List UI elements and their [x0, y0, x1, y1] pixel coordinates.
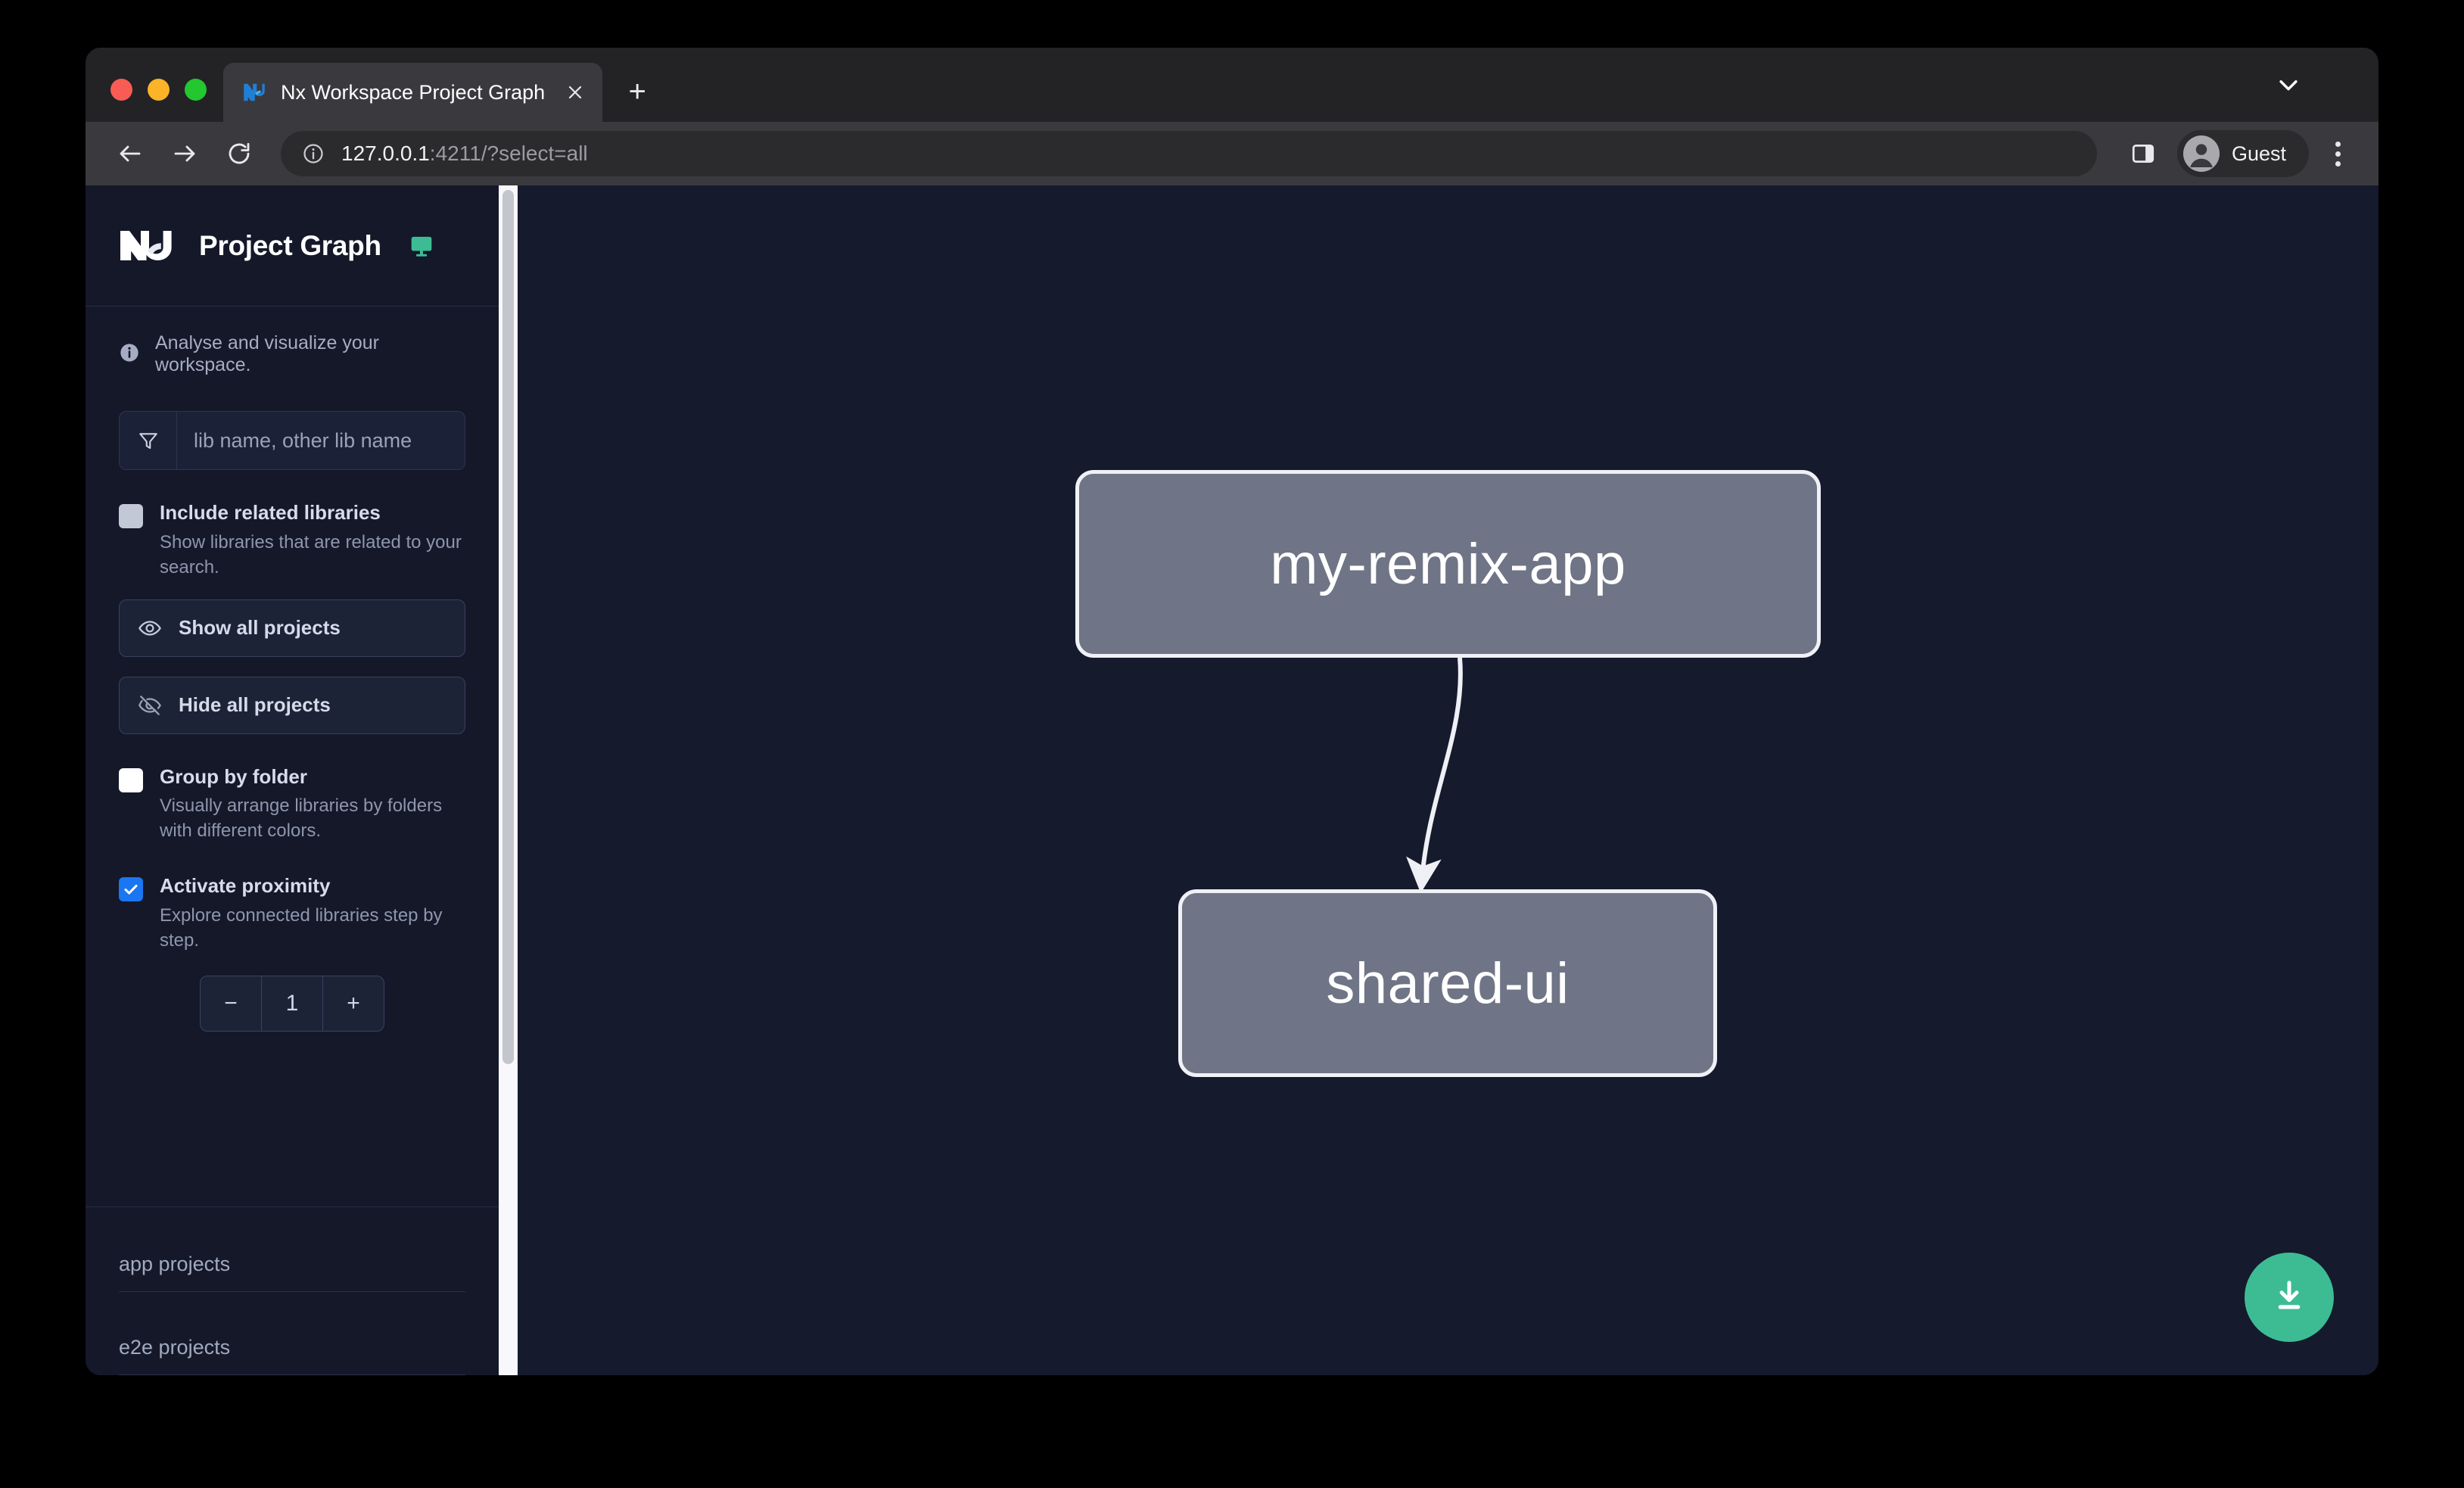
graph-edges: [1406, 657, 1463, 894]
sidebar: Project Graph Analy: [86, 185, 499, 1375]
kebab-menu-icon[interactable]: [2316, 130, 2359, 177]
window-traffic-lights: [86, 79, 223, 122]
sidebar-body: Include related libraries Show libraries…: [86, 399, 499, 1206]
hide-all-projects-label: Hide all projects: [179, 693, 331, 717]
url-text: 127.0.0.1:4211/?select=all: [341, 142, 588, 166]
option-description: Explore connected libraries step by step…: [160, 904, 443, 951]
option-description: Show libraries that are related to your …: [160, 531, 462, 577]
proximity-stepper: − 1 +: [200, 976, 384, 1032]
profile-chip[interactable]: Guest: [2176, 130, 2309, 177]
sidebar-description-text: Analyse and visualize your workspace.: [155, 332, 379, 375]
chevron-down-icon[interactable]: [2271, 67, 2306, 102]
section-e2e-projects[interactable]: e2e projects: [119, 1324, 465, 1375]
nx-logo-icon: [119, 226, 176, 266]
tab-title: Nx Workspace Project Graph: [281, 80, 546, 104]
page-content: Project Graph Analy: [86, 185, 2378, 1375]
node-label: shared-ui: [1326, 951, 1570, 1016]
nx-logo-icon: [243, 81, 266, 104]
option-label: Include related libraries: [160, 501, 381, 524]
browser-window: Nx Workspace Project Graph +: [86, 48, 2378, 1375]
person-avatar-icon: [2182, 135, 2220, 172]
maximize-window-button[interactable]: [185, 79, 207, 101]
close-icon[interactable]: [560, 77, 590, 107]
proximity-value: 1: [262, 976, 323, 1032]
tab-strip: Nx Workspace Project Graph +: [86, 48, 2378, 122]
monitor-icon[interactable]: [409, 233, 434, 259]
page-title: Project Graph: [199, 229, 381, 261]
section-app-projects[interactable]: app projects: [119, 1241, 465, 1292]
search-input[interactable]: [177, 412, 465, 469]
option-label: Activate proximity: [160, 874, 331, 898]
project-sections: app projects e2e projects: [86, 1206, 499, 1375]
option-activate-proximity[interactable]: Activate proximity Explore connected lib…: [119, 873, 465, 953]
proximity-decrement-button[interactable]: −: [201, 976, 262, 1032]
show-all-projects-label: Show all projects: [179, 616, 341, 640]
activate-proximity-checkbox[interactable]: [119, 877, 143, 902]
browser-tab[interactable]: Nx Workspace Project Graph: [223, 63, 603, 122]
eye-slash-icon: [138, 693, 162, 718]
edge-my-remix-app-to-shared-ui: [1406, 657, 1463, 894]
project-graph-canvas[interactable]: my-remix-app shared-ui: [518, 185, 2378, 1375]
sidebar-description: Analyse and visualize your workspace.: [86, 307, 499, 399]
option-description: Visually arrange libraries by folders wi…: [160, 795, 443, 842]
graph-node-shared-ui[interactable]: shared-ui: [1178, 889, 1717, 1077]
new-tab-button[interactable]: +: [628, 75, 646, 108]
search-filter-box[interactable]: [119, 411, 465, 470]
info-circle-icon[interactable]: [302, 142, 325, 165]
browser-toolbar: 127.0.0.1:4211/?select=all Guest: [86, 122, 2378, 185]
sidebar-header: Project Graph: [86, 185, 499, 307]
info-circle-icon: [119, 342, 140, 367]
reload-icon[interactable]: [216, 130, 263, 177]
forward-arrow-icon[interactable]: [161, 130, 208, 177]
proximity-increment-button[interactable]: +: [347, 991, 360, 1016]
address-bar[interactable]: 127.0.0.1:4211/?select=all: [281, 131, 2097, 176]
option-include-related-libraries[interactable]: Include related libraries Show libraries…: [119, 500, 465, 580]
group-by-folder-checkbox[interactable]: [119, 767, 143, 792]
url-host: 127.0.0.1: [341, 142, 430, 165]
url-path: :4211/?select=all: [429, 142, 588, 165]
option-label: Group by folder: [160, 764, 307, 788]
show-all-projects-button[interactable]: Show all projects: [119, 599, 465, 657]
filter-funnel-icon: [120, 412, 177, 469]
option-group-by-folder[interactable]: Group by folder Visually arrange librari…: [119, 764, 465, 844]
hide-all-projects-button[interactable]: Hide all projects: [119, 676, 465, 734]
download-icon: [2270, 1277, 2309, 1318]
include-related-libraries-checkbox[interactable]: [119, 504, 143, 528]
eye-icon: [138, 616, 162, 640]
close-window-button[interactable]: [110, 79, 132, 101]
node-label: my-remix-app: [1270, 531, 1626, 596]
graph-node-my-remix-app[interactable]: my-remix-app: [1075, 470, 1821, 658]
minimize-window-button[interactable]: [148, 79, 170, 101]
side-panel-icon[interactable]: [2120, 130, 2167, 177]
download-graph-button[interactable]: [2245, 1253, 2334, 1342]
profile-name: Guest: [2231, 142, 2286, 165]
sidebar-scrollbar-thumb[interactable]: [502, 190, 514, 1064]
sidebar-scrollbar[interactable]: [499, 185, 518, 1375]
back-arrow-icon[interactable]: [107, 130, 154, 177]
